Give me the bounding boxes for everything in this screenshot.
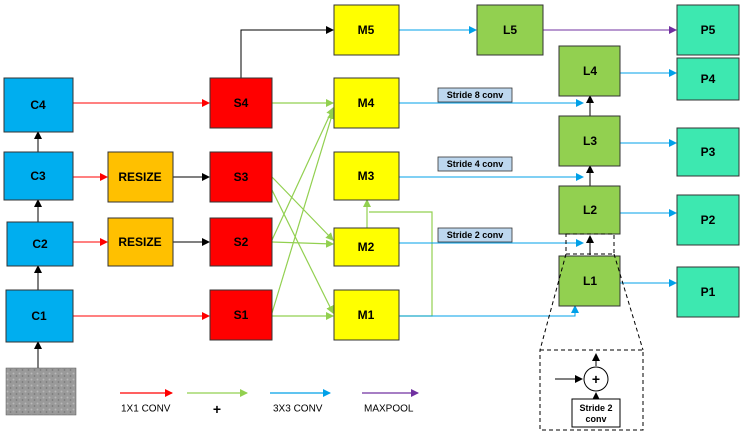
detail-sum-plus: + bbox=[592, 371, 600, 387]
legend-maxpool-label: MAXPOOL bbox=[364, 404, 414, 415]
arrow-s3-to-m2 bbox=[271, 176, 334, 241]
node-m4: M4 bbox=[333, 77, 400, 129]
node-c4-label: C4 bbox=[30, 98, 46, 112]
node-p5-label: P5 bbox=[701, 23, 716, 37]
node-c4: C4 bbox=[3, 77, 74, 133]
node-resize-upper-label: RESIZE bbox=[118, 170, 161, 184]
node-s2-label: S2 bbox=[234, 235, 249, 249]
legend: 1X1 CONV + 3X3 CONV MAXPOOL bbox=[120, 389, 419, 417]
node-m2: M2 bbox=[333, 227, 400, 267]
node-l5: L5 bbox=[476, 4, 544, 56]
node-p4-label: P4 bbox=[701, 72, 716, 86]
legend-1x1-conv-label: 1X1 CONV bbox=[121, 404, 171, 415]
legend-3x3-conv-label: 3X3 CONV bbox=[273, 404, 323, 415]
zoom-highlight-box bbox=[565, 233, 615, 255]
node-c1-label: C1 bbox=[31, 309, 47, 323]
zoom-line-right bbox=[613, 253, 644, 351]
node-p5: P5 bbox=[676, 4, 740, 56]
node-l2-label: L2 bbox=[583, 203, 597, 217]
arrow-m1-to-l1 bbox=[399, 305, 579, 317]
node-m5: M5 bbox=[333, 4, 400, 56]
node-s1: S1 bbox=[209, 289, 273, 341]
node-l1: L1 bbox=[558, 255, 621, 307]
stride-4-conv-text: Stride 4 conv bbox=[447, 159, 504, 169]
node-p2-label: P2 bbox=[701, 213, 716, 227]
node-l4: L4 bbox=[558, 45, 621, 97]
node-s3-label: S3 bbox=[234, 170, 249, 184]
node-p4: P4 bbox=[676, 57, 740, 101]
node-p1: P1 bbox=[676, 266, 740, 318]
detail-sum-circle bbox=[583, 366, 609, 392]
stride-4-conv-label: Stride 4 conv bbox=[437, 156, 513, 172]
node-m3: M3 bbox=[333, 151, 400, 201]
node-resize-upper: RESIZE bbox=[107, 151, 174, 203]
node-m4-label: M4 bbox=[358, 96, 375, 110]
stride-8-conv-text: Stride 8 conv bbox=[447, 90, 504, 100]
node-m2-label: M2 bbox=[358, 240, 375, 254]
node-p1-label: P1 bbox=[701, 285, 716, 299]
arrow-s2-to-m4 bbox=[271, 107, 334, 241]
node-c3: C3 bbox=[3, 151, 74, 201]
zoom-line-left bbox=[539, 253, 567, 351]
node-c1: C1 bbox=[5, 289, 74, 343]
arrow-s1-to-m4 bbox=[271, 111, 335, 314]
node-l2: L2 bbox=[558, 185, 621, 235]
stride-2-conv-text: Stride 2 conv bbox=[447, 230, 504, 240]
node-s1-label: S1 bbox=[234, 308, 249, 322]
node-l3-label: L3 bbox=[583, 134, 597, 148]
zoom-detail-box bbox=[539, 349, 644, 431]
node-resize-lower: RESIZE bbox=[107, 217, 174, 267]
node-c2-label: C2 bbox=[32, 237, 48, 251]
node-s4-label: S4 bbox=[234, 96, 249, 110]
arrow-s4-to-m5 bbox=[240, 26, 334, 78]
node-m5-label: M5 bbox=[358, 23, 375, 37]
node-l4-label: L4 bbox=[583, 64, 597, 78]
node-c2: C2 bbox=[6, 221, 74, 267]
node-l1-label: L1 bbox=[583, 274, 597, 288]
node-p3-label: P3 bbox=[701, 145, 716, 159]
node-m1: M1 bbox=[333, 289, 400, 341]
node-s4: S4 bbox=[209, 77, 273, 129]
detail-conv-text: conv bbox=[585, 414, 606, 424]
stride-2-conv-label: Stride 2 conv bbox=[437, 227, 513, 243]
stride-8-conv-label: Stride 8 conv bbox=[437, 87, 513, 103]
arrow-s3-to-m1 bbox=[271, 189, 334, 314]
node-m3-label: M3 bbox=[358, 169, 375, 183]
detail-stride-2-conv-box: Stride 2 conv bbox=[571, 398, 621, 428]
node-p3: P3 bbox=[676, 127, 740, 177]
node-m1-label: M1 bbox=[358, 308, 375, 322]
legend-plus-label: + bbox=[213, 401, 221, 417]
node-l3: L3 bbox=[558, 115, 621, 167]
node-l5-label: L5 bbox=[503, 23, 517, 37]
node-s2: S2 bbox=[209, 217, 273, 267]
node-p2: P2 bbox=[676, 194, 740, 246]
node-s3: S3 bbox=[209, 151, 273, 203]
arrow-s2-to-m2 bbox=[271, 239, 334, 248]
node-c3-label: C3 bbox=[30, 169, 46, 183]
input-image bbox=[5, 367, 77, 416]
node-resize-lower-label: RESIZE bbox=[118, 235, 161, 249]
detail-stride-2-text: Stride 2 bbox=[579, 403, 612, 413]
